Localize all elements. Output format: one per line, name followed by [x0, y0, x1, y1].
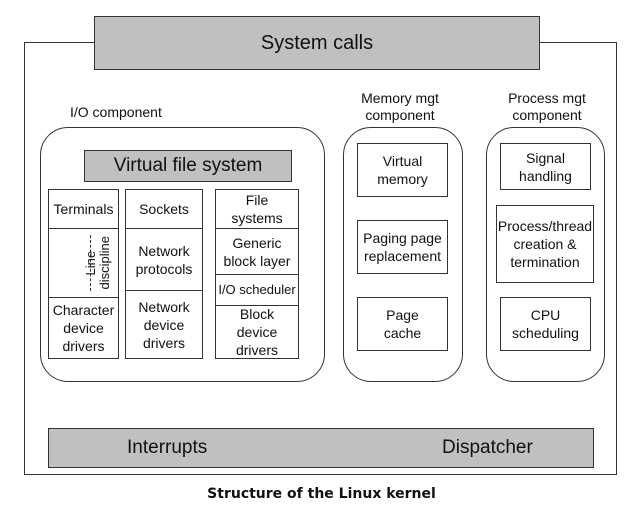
- cpu-scheduling-box: CPU scheduling: [500, 297, 591, 351]
- system-calls-label: System calls: [260, 31, 374, 54]
- file-systems-box: File systems: [215, 189, 299, 229]
- io-scheduler-box: I/O scheduler: [215, 274, 299, 306]
- terminals-box: Terminals: [48, 189, 119, 229]
- network-device-drivers-label: Network device drivers: [138, 298, 190, 351]
- block-device-drivers-label: Block device drivers: [235, 306, 278, 358]
- signal-handling-box: Signal handling: [500, 143, 591, 190]
- paging-label: Paging page replacement: [363, 230, 442, 264]
- character-device-drivers-label: Character device drivers: [52, 302, 115, 354]
- process-thread-box: CPU schedulingProcess/thread creation & …: [496, 205, 594, 283]
- terminals-label: Terminals: [53, 201, 114, 217]
- cpu-scheduling-label: CPU scheduling: [512, 307, 579, 341]
- sockets-label: Sockets: [139, 201, 189, 217]
- process-thread-label: Process/thread creation & termination: [497, 218, 593, 270]
- line-discipline-dashed-divider: [89, 235, 91, 291]
- generic-block-layer-box: Generic block layer: [215, 228, 299, 275]
- sockets-box: Sockets: [125, 189, 203, 229]
- dispatcher-label: Dispatcher: [442, 437, 533, 458]
- interrupts-label: Interrupts: [127, 437, 208, 458]
- page-cache-label: Page cache: [383, 307, 422, 341]
- page-cache-box: Page cache: [357, 297, 448, 351]
- network-protocols-box: Network protocols: [125, 228, 203, 291]
- figure-caption: Structure of the Linux kernel: [207, 486, 436, 502]
- vfs-label: Virtual file system: [113, 155, 263, 176]
- system-calls-bar: System calls: [94, 16, 540, 70]
- io-component-title: I/O component: [70, 104, 162, 120]
- generic-block-layer-label: Generic block layer: [223, 234, 291, 269]
- file-systems-label: File systems: [231, 192, 283, 226]
- network-device-drivers-box: Network device drivers: [125, 290, 203, 359]
- virtual-memory-label: Virtual memory: [377, 153, 428, 187]
- block-device-drivers-box: Block device drivers: [215, 305, 299, 359]
- virtual-memory-box: Virtual memory: [357, 143, 448, 197]
- vfs-bar: Virtual file system: [84, 150, 292, 182]
- network-protocols-label: Network protocols: [135, 242, 193, 277]
- paging-box: Paging page replacement: [357, 220, 448, 274]
- interrupts-dispatcher-bar: Interrupts Dispatcher: [48, 428, 594, 468]
- character-device-drivers-box: Character device drivers: [48, 297, 119, 359]
- io-scheduler-label: I/O scheduler: [218, 282, 296, 297]
- signal-handling-label: Signal handling: [519, 149, 572, 184]
